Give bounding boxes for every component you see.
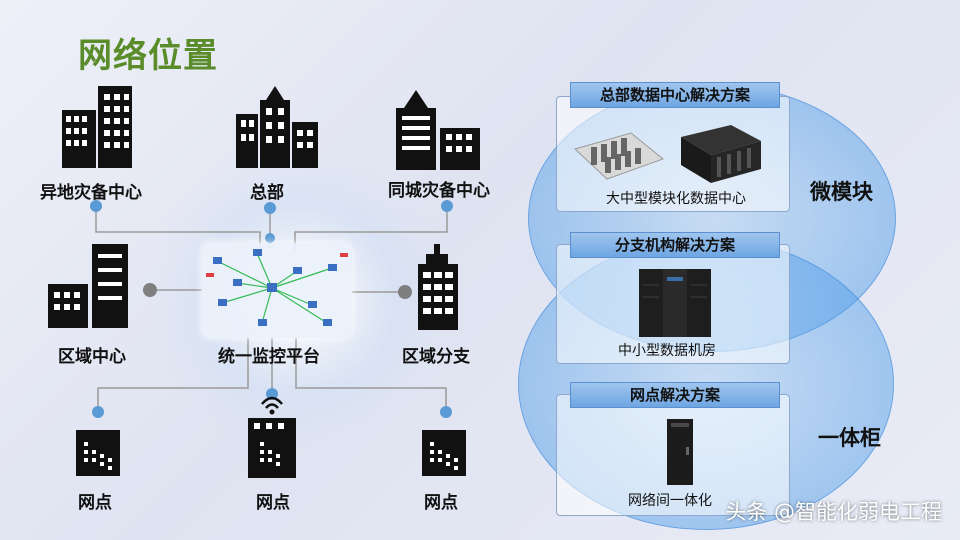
node-dot-platform-bottom: [266, 388, 278, 400]
regional-center-building-icon: [48, 244, 128, 328]
hq-building-icon: [236, 86, 318, 168]
hq-dc-panel: [556, 96, 790, 212]
node-dot-regional-center: [143, 283, 157, 297]
link-local-dr: [294, 206, 448, 250]
node-dot-outlet-left: [92, 406, 104, 418]
link-offsite-dr: [95, 206, 261, 250]
regional-branch-building-icon: [418, 244, 458, 330]
label-offsite-dr: 异地灾备中心: [40, 183, 142, 203]
outlet-right-building-icon: [422, 430, 466, 476]
label-local-dr: 同城灾备中心: [388, 181, 490, 201]
node-dot-outlet-right: [440, 406, 452, 418]
label-outlet-center: 网点: [256, 493, 290, 513]
node-dot-platform-top: [265, 233, 275, 243]
outlet-caption: 网络间一体化: [628, 493, 712, 509]
branch-header: 分支机构解决方案: [570, 232, 780, 258]
outlet-header: 网点解决方案: [570, 382, 780, 408]
link-outlet-right: [295, 338, 447, 412]
outlet-panel: [556, 394, 790, 516]
local-dr-building-icon: [396, 90, 480, 170]
label-regional-center: 区域中心: [58, 347, 126, 367]
topology-graph: [206, 249, 348, 326]
modular-dc-illustration: [574, 125, 761, 183]
node-dot-hq: [264, 202, 276, 214]
node-dot-offsite-dr: [90, 200, 102, 212]
branch-caption: 中小型数据机房: [618, 343, 716, 359]
page-title: 网络位置: [78, 36, 218, 76]
label-platform: 统一监控平台: [218, 347, 320, 367]
integrated-cabinet-illustration: [667, 419, 693, 485]
label-hq: 总部: [250, 183, 284, 203]
label-outlet-right: 网点: [424, 493, 458, 513]
node-dot-local-dr: [441, 200, 453, 212]
outlet-center-building-icon: [248, 396, 296, 478]
label-regional-branch: 区域分支: [402, 347, 470, 367]
link-outlet-left: [97, 338, 249, 412]
offsite-dr-building-icon: [62, 86, 132, 168]
node-dot-regional-branch: [398, 285, 412, 299]
group-label-integrated-cabinet: 一体柜: [818, 426, 881, 450]
small-data-room-illustration: [639, 269, 711, 337]
hq-dc-caption: 大中型模块化数据中心: [606, 191, 746, 207]
outlet-left-building-icon: [76, 430, 120, 476]
watermark: 头条 @智能化弱电工程: [725, 500, 942, 524]
platform-panel: [202, 243, 352, 338]
label-outlet-left: 网点: [78, 493, 112, 513]
hq-dc-header: 总部数据中心解决方案: [570, 82, 780, 108]
group-label-micro-module: 微模块: [810, 180, 873, 204]
